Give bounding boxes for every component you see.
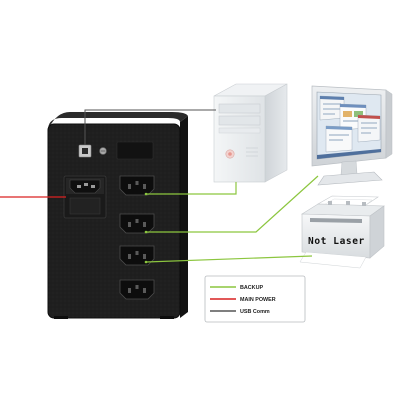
backup-line-monitor xyxy=(146,175,319,233)
legend: BACKUP MAIN POWER USB Comm xyxy=(204,275,306,323)
backup-line-pc xyxy=(146,182,237,195)
rating-label-plate xyxy=(116,141,154,160)
legend-label-usb-comm: USB Comm xyxy=(240,309,270,315)
output-socket-1 xyxy=(119,175,155,196)
legend-label-backup: BACKUP xyxy=(240,285,263,291)
legend-item-backup: BACKUP xyxy=(210,285,263,291)
output-socket-3 xyxy=(119,245,155,266)
output-socket-2 xyxy=(119,213,155,234)
output-socket-4 xyxy=(119,279,155,300)
usb-comm-line xyxy=(84,109,216,145)
printer xyxy=(299,195,385,269)
monitor xyxy=(311,85,393,186)
iec-input-socket-icon xyxy=(63,175,107,219)
printer-label: Not Laser xyxy=(308,236,365,247)
legend-label-main-power: MAIN POWER xyxy=(240,297,276,303)
ups-unit xyxy=(47,112,188,319)
backup-line-printer xyxy=(145,255,313,263)
legend-item-usb-comm: USB Comm xyxy=(210,309,270,315)
pc-tower xyxy=(213,83,288,183)
legend-item-main-power: MAIN POWER xyxy=(210,297,276,303)
